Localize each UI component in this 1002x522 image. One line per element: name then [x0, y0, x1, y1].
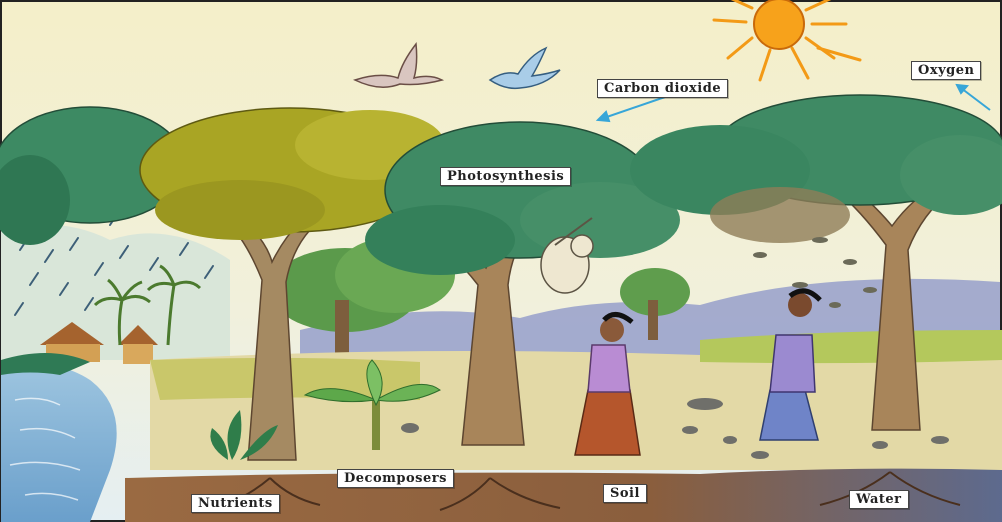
hillside: [1, 224, 230, 360]
water-label: Water: [849, 490, 909, 509]
oxygen-label: Oxygen: [911, 61, 981, 80]
photosynthesis-label: Photosynthesis: [440, 167, 571, 186]
carbon-dioxide-label: Carbon dioxide: [597, 79, 728, 98]
soil-label: Soil: [603, 484, 647, 503]
nutrients-label: Nutrients: [191, 494, 280, 513]
decomposers-label: Decomposers: [337, 469, 454, 488]
